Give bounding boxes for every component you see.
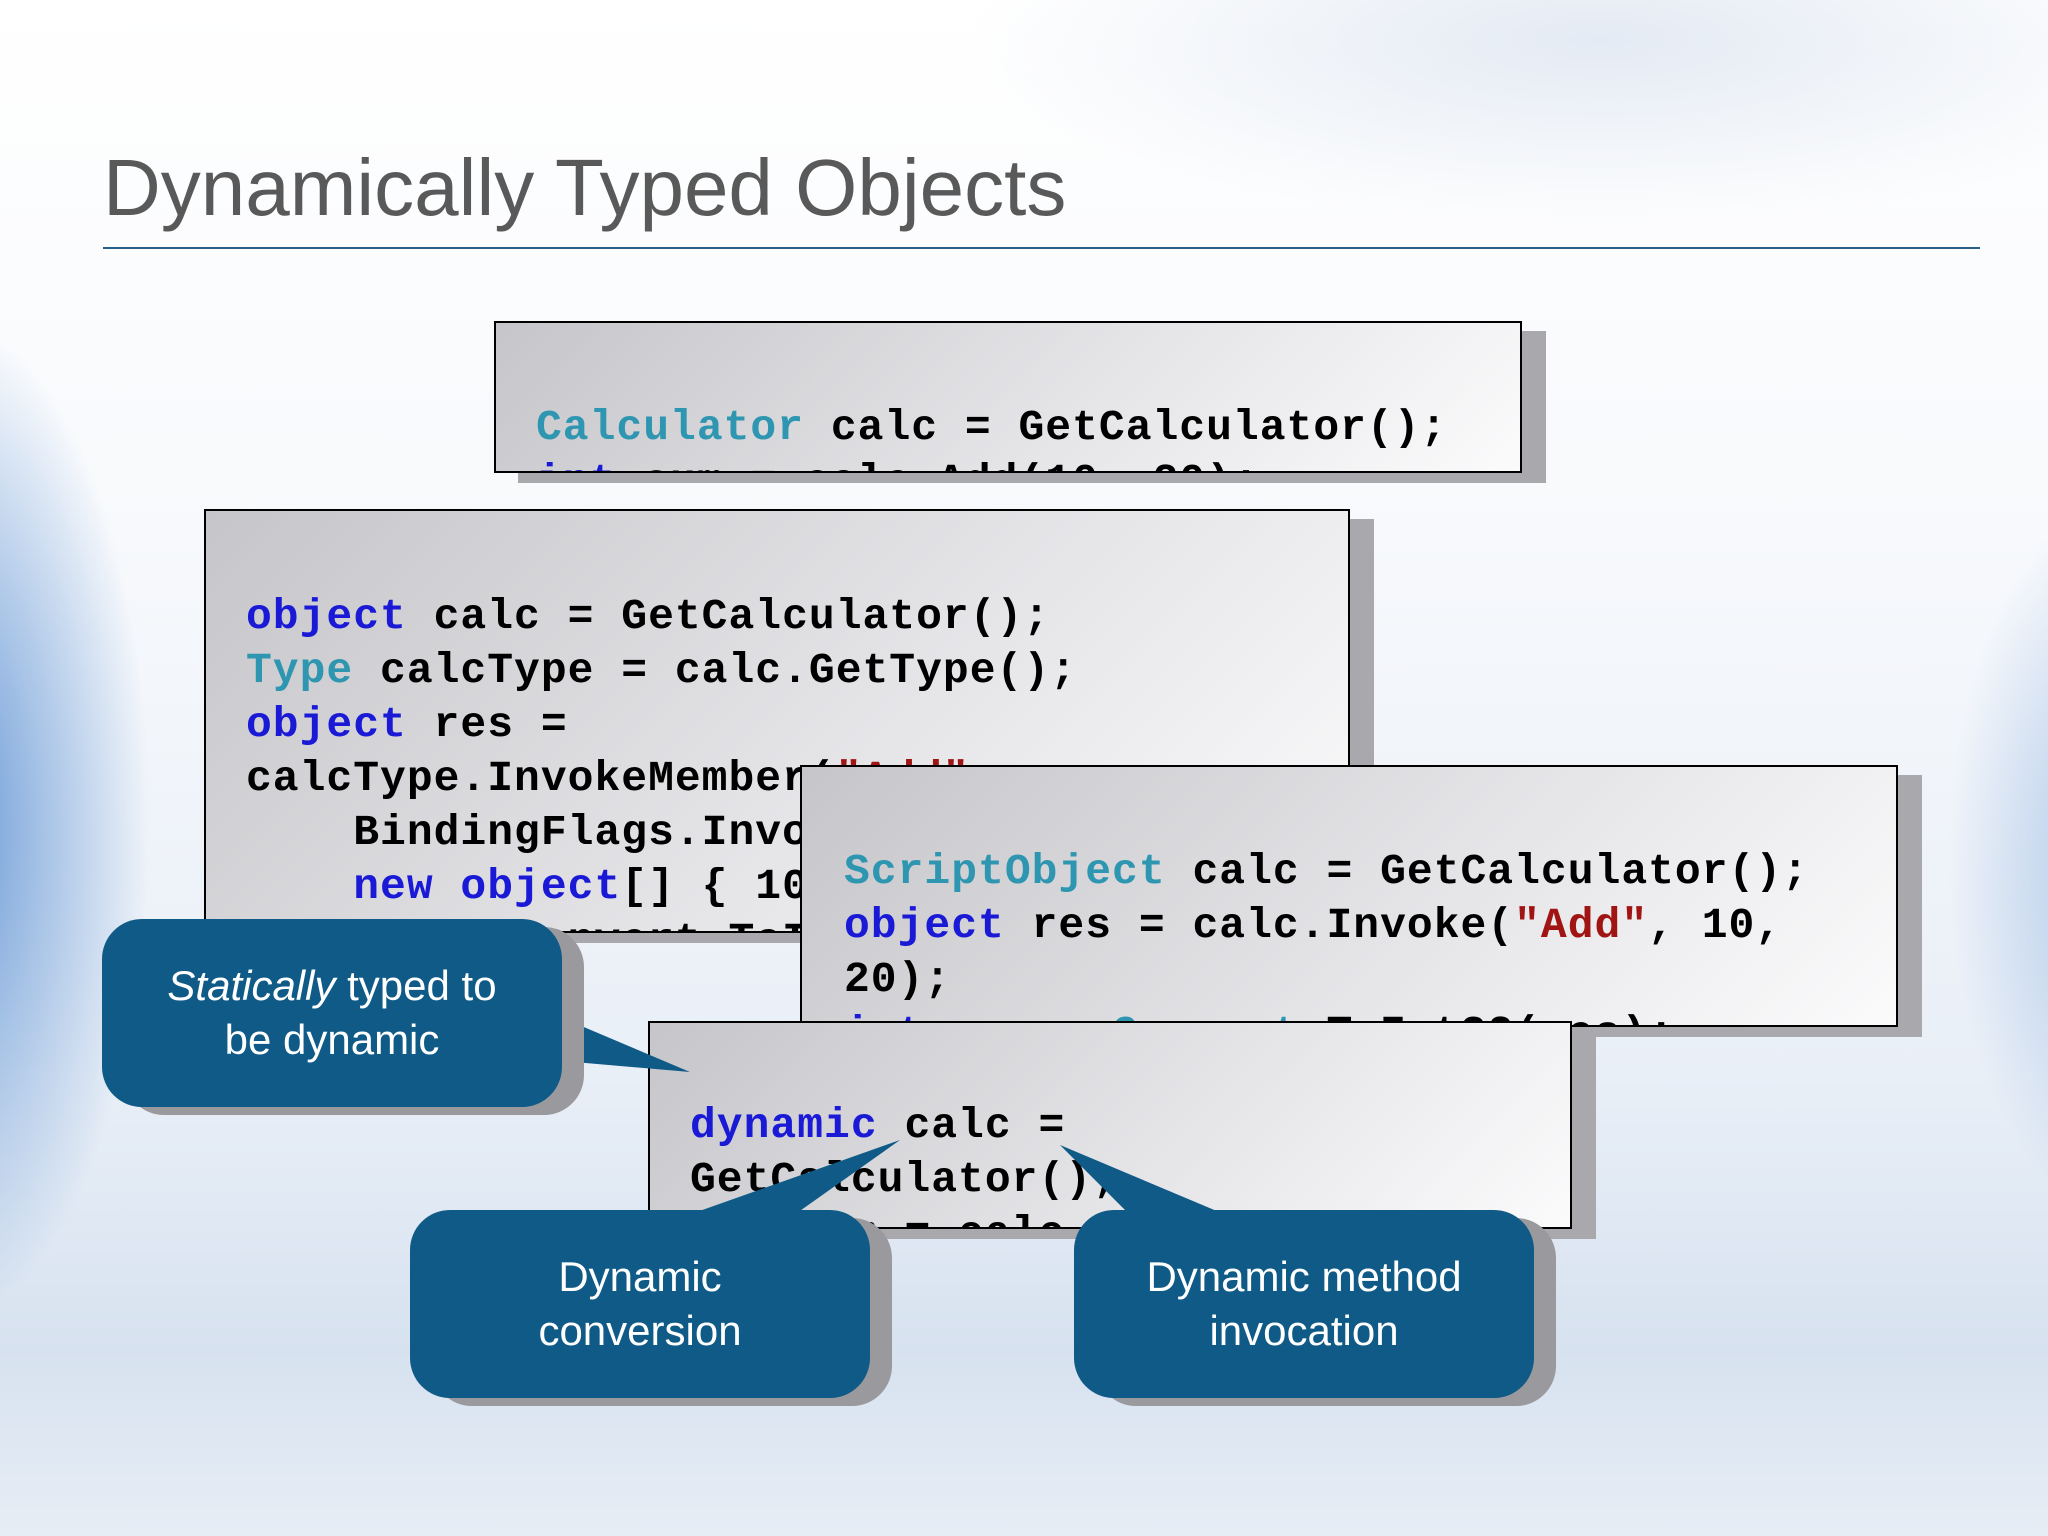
- code-text: calc = GetCalculator();: [406, 592, 1051, 641]
- code-text: 20);: [844, 955, 952, 1004]
- code-line: Type calcType = calc.GetType();: [246, 644, 1211, 698]
- code-keyword-token: object: [844, 901, 1005, 950]
- code-line: ScriptObject calc = GetCalculator();: [844, 845, 1809, 899]
- pointer-static: [520, 1000, 690, 1072]
- code-text: , 10,: [1648, 901, 1783, 950]
- callout-line: Dynamic: [558, 1253, 722, 1300]
- code-text: res =: [406, 700, 568, 749]
- code-box-static: Calculator calc = GetCalculator();int su…: [494, 321, 1522, 473]
- callout-line: invocation: [1209, 1307, 1399, 1354]
- callout-text: typed to: [335, 962, 497, 1009]
- code-text: calcType = calc.GetType();: [353, 646, 1077, 695]
- pointer-invocation: [1060, 1145, 1250, 1225]
- code-type-token: Type: [246, 646, 354, 695]
- slide-title: Dynamically Typed Objects: [103, 143, 1067, 232]
- code-static: Calculator calc = GetCalculator();int su…: [536, 347, 1447, 471]
- code-text: res = calc.Invoke(: [1004, 901, 1515, 950]
- code-box-scriptobject: ScriptObject calc = GetCalculator();obje…: [800, 765, 1898, 1027]
- code-keyword-token: dynamic: [690, 1101, 878, 1150]
- code-line: object res = calc.Invoke("Add", 10,: [844, 899, 1809, 953]
- code-line: dynamic calc =: [690, 1099, 1414, 1153]
- callout-line: be dynamic: [224, 1016, 440, 1063]
- callout-dynamic-invocation: Dynamic method invocation: [1074, 1210, 1534, 1398]
- code-text: calc =: [877, 1101, 1066, 1150]
- code-keyword-token: int: [536, 457, 616, 471]
- code-line: 20);: [844, 953, 1809, 1007]
- code-type-token: ScriptObject: [844, 847, 1166, 896]
- code-text: calc = GetCalculator();: [1165, 847, 1809, 896]
- code-type-token: Calculator: [536, 403, 805, 452]
- code-line: object res =: [246, 698, 1211, 752]
- code-text: calc = GetCalculator();: [804, 403, 1448, 452]
- code-string-token: "Add": [1514, 901, 1649, 950]
- code-keyword-token: object: [246, 700, 407, 749]
- title-underline: [103, 247, 1980, 249]
- callout-statically-typed: Statically typed to be dynamic: [102, 919, 562, 1107]
- pointer-conversion: [660, 1140, 900, 1225]
- code-scriptobject: ScriptObject calc = GetCalculator();obje…: [844, 791, 1809, 1025]
- code-line: object calc = GetCalculator();: [246, 590, 1211, 644]
- code-text: calcType.InvokeMember(: [246, 754, 836, 803]
- callout-line: conversion: [538, 1307, 742, 1354]
- callout-emphasis: Statically: [167, 962, 336, 1009]
- callout-dynamic-conversion: Dynamic conversion: [410, 1210, 870, 1398]
- callout-line: Dynamic method: [1146, 1253, 1462, 1300]
- code-text: sum = calc.Add(10, 20);: [616, 457, 1259, 471]
- code-line: int sum = calc.Add(10, 20);: [536, 455, 1447, 471]
- code-keyword-token: object: [246, 592, 407, 641]
- code-keyword-token: new object: [353, 862, 622, 911]
- callout-line: Statically typed to: [102, 959, 562, 1013]
- code-line: Calculator calc = GetCalculator();: [536, 401, 1447, 455]
